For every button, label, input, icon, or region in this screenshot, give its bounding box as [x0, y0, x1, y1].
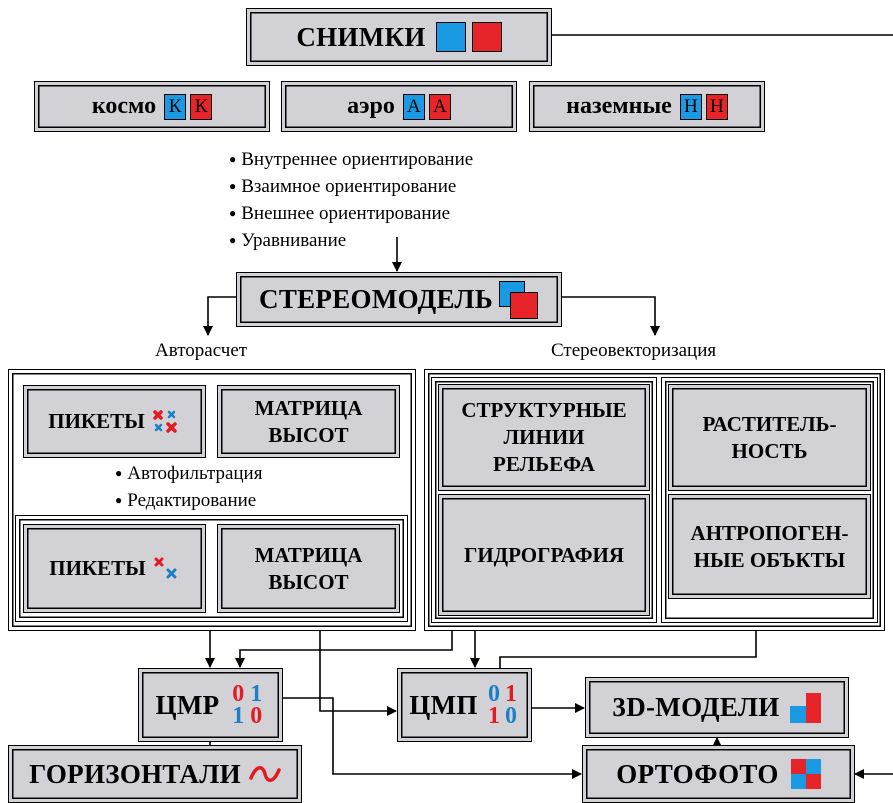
- models3d-label: 3D-МОДЕЛИ: [612, 692, 780, 722]
- kosmo-box: космо К К: [34, 81, 270, 132]
- pikety-bottom-label: ПИКЕТЫ: [49, 556, 146, 580]
- stereomodel-label: СТЕРЕОМОДЕЛЬ: [259, 284, 493, 314]
- stereomodel-box: СТЕРЕОМОДЕЛЬ: [236, 272, 562, 327]
- kosmo-letter-red: К: [190, 93, 213, 120]
- struct-line3: РЕЛЬЕФА: [493, 452, 595, 476]
- contours-box: ГОРИЗОНТАЛИ: [8, 745, 302, 803]
- aero-label: аэро: [347, 93, 395, 119]
- kosmo-label: космо: [91, 93, 157, 119]
- step-item: Взаимное ориентирование: [229, 174, 473, 201]
- contours-label: ГОРИЗОНТАЛИ: [29, 758, 241, 789]
- hydro-box: ГИДРОГРАФИЯ: [438, 494, 650, 616]
- snimki-label: СНИМКИ: [296, 21, 426, 52]
- checker-icon: [790, 759, 821, 789]
- orthophoto-label: ОРТОФОТО: [616, 758, 779, 789]
- cmr-digit: 1: [232, 703, 245, 729]
- auto-steps: Автофильтрация Редактирование: [115, 461, 262, 515]
- cmp-digit: 0: [488, 681, 501, 707]
- filtered-points-icon: [154, 557, 177, 578]
- binary-grid-icon: 0 1 1 0: [486, 681, 520, 729]
- matrix-top-line2: ВЫСОТ: [268, 422, 349, 447]
- snimki-box: СНИМКИ: [246, 8, 552, 66]
- struct-lines-box: СТРУКТУРНЫЕ ЛИНИИ РЕЛЬЕФА: [438, 384, 650, 491]
- overlap-squares-icon: [498, 280, 539, 319]
- struct-line2: ЛИНИИ: [503, 425, 585, 449]
- aero-box: аэро А А: [281, 81, 517, 132]
- matrix-bottom-box: МАТРИЦА ВЫСОТ: [217, 524, 400, 613]
- ground-box: наземные Н Н: [529, 81, 765, 132]
- matrix-top-box: МАТРИЦА ВЫСОТ: [217, 385, 400, 458]
- autorasschet-label: Авторасчет: [155, 340, 248, 361]
- aero-letter-red: А: [428, 93, 451, 120]
- blue-square-icon: [435, 22, 466, 52]
- cmr-digit: 0: [232, 681, 245, 707]
- aero-letter-blue: А: [402, 93, 425, 120]
- pikety-top-label: ПИКЕТЫ: [48, 409, 145, 433]
- stereovector-label: Стереовекторизация: [551, 340, 717, 361]
- cmr-label: ЦМР: [155, 689, 220, 720]
- kosmo-letter-blue: К: [164, 93, 187, 120]
- cmp-digit: 1: [488, 703, 501, 729]
- cmp-box: ЦМП 0 1 1 0: [397, 668, 532, 742]
- orientation-steps: Внутреннее ориентирование Взаимное ориен…: [229, 147, 473, 255]
- veg-line2: НОСТЬ: [731, 438, 808, 463]
- binary-grid-icon: 0 1 1 0: [229, 681, 265, 729]
- step-item: Внешнее ориентирование: [229, 201, 473, 228]
- orthophoto-box: ОРТОФОТО: [582, 745, 855, 803]
- anthro-line2: НЫЕ ОБЪКТЫ: [693, 547, 846, 572]
- cmp-label: ЦМП: [409, 689, 478, 720]
- anthro-line1: АНТРОПОГЕН-: [690, 520, 849, 545]
- auto-step-item: Автофильтрация: [115, 461, 262, 488]
- matrix-bottom-line1: МАТРИЦА: [254, 542, 363, 567]
- vegetation-box: РАСТИТЕЛЬ- НОСТЬ: [668, 384, 871, 491]
- cmr-box: ЦМР 0 1 1 0: [138, 668, 283, 742]
- models3d-box: 3D-МОДЕЛИ: [585, 677, 849, 738]
- wave-icon: [249, 766, 281, 782]
- ground-letter-blue: Н: [679, 93, 702, 120]
- bar-blocks-icon: [789, 692, 822, 723]
- cmr-digit: 0: [250, 703, 263, 729]
- pikety-top-box: ПИКЕТЫ: [23, 385, 206, 458]
- matrix-top-line1: МАТРИЦА: [254, 395, 363, 420]
- ground-label: наземные: [566, 93, 672, 119]
- anthro-box: АНТРОПОГЕН- НЫЕ ОБЪКТЫ: [668, 494, 871, 599]
- veg-line1: РАСТИТЕЛЬ-: [702, 411, 837, 436]
- pikety-bottom-box: ПИКЕТЫ: [23, 524, 206, 613]
- ground-letter-red: Н: [705, 93, 728, 120]
- hydro-label: ГИДРОГРАФИЯ: [463, 542, 625, 567]
- cross-points-icon: [153, 409, 177, 433]
- cmp-digit: 1: [505, 681, 518, 707]
- red-square-icon: [471, 22, 502, 52]
- matrix-bottom-line2: ВЫСОТ: [268, 569, 349, 594]
- struct-line1: СТРУКТУРНЫЕ: [461, 398, 627, 422]
- cmr-digit: 1: [250, 681, 263, 707]
- step-item: Внутреннее ориентирование: [229, 147, 473, 174]
- cmp-digit: 0: [505, 703, 518, 729]
- auto-step-item: Редактирование: [115, 488, 262, 515]
- step-item: Уравнивание: [229, 228, 473, 255]
